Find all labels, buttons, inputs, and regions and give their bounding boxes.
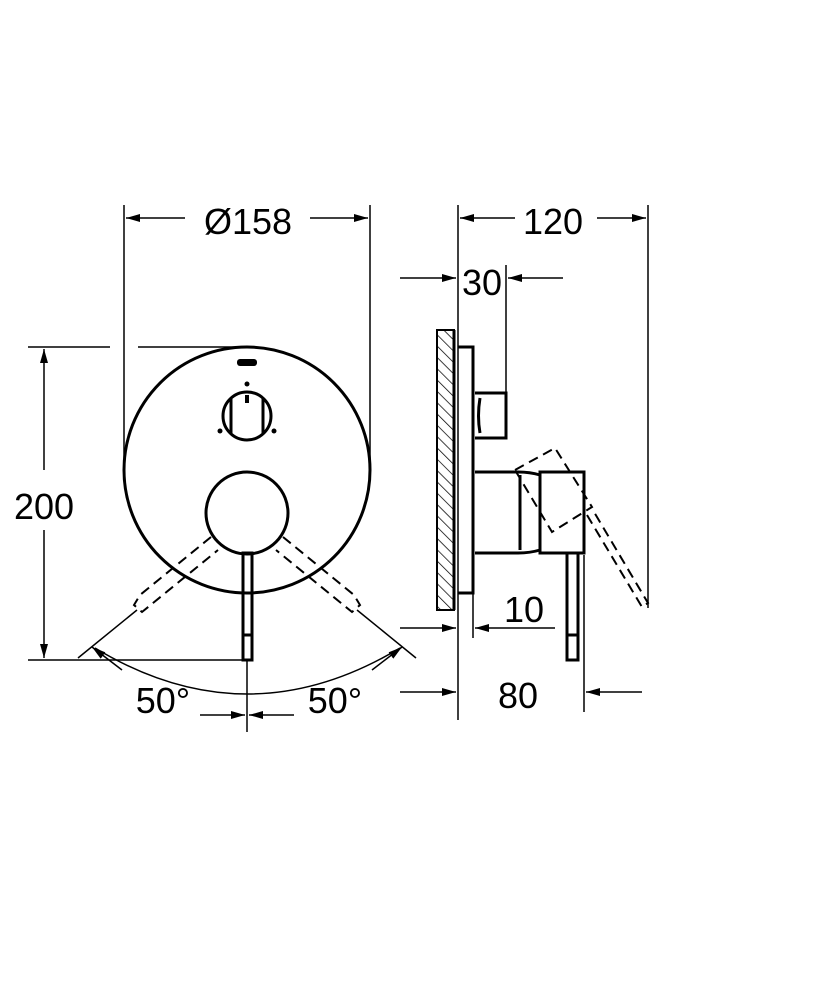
angle-right-label: 50°: [308, 680, 362, 721]
diameter-label: Ø158: [204, 201, 292, 242]
diverter-knob: [221, 390, 273, 442]
angle-left-label: 50°: [136, 680, 190, 721]
lever-side: [565, 551, 580, 662]
cover-plate: [122, 345, 372, 595]
wall-section: [436, 329, 455, 611]
mixer-body: [475, 470, 541, 555]
depth-total-label: 120: [523, 201, 583, 242]
plate-gap-label: 10: [504, 589, 544, 630]
lever-depth-label: 80: [498, 675, 538, 716]
brand-logo: [237, 359, 257, 366]
side-view: 120 30 10 80: [400, 201, 650, 720]
mixer-handle: [204, 470, 290, 556]
depth-body-label: 30: [462, 262, 502, 303]
height-label: 200: [14, 486, 74, 527]
front-view: 50° 50° Ø158 200: [14, 201, 417, 732]
lever: [241, 551, 254, 662]
diverter-body: [475, 391, 508, 440]
diverter-indicator-dot: [244, 381, 250, 387]
